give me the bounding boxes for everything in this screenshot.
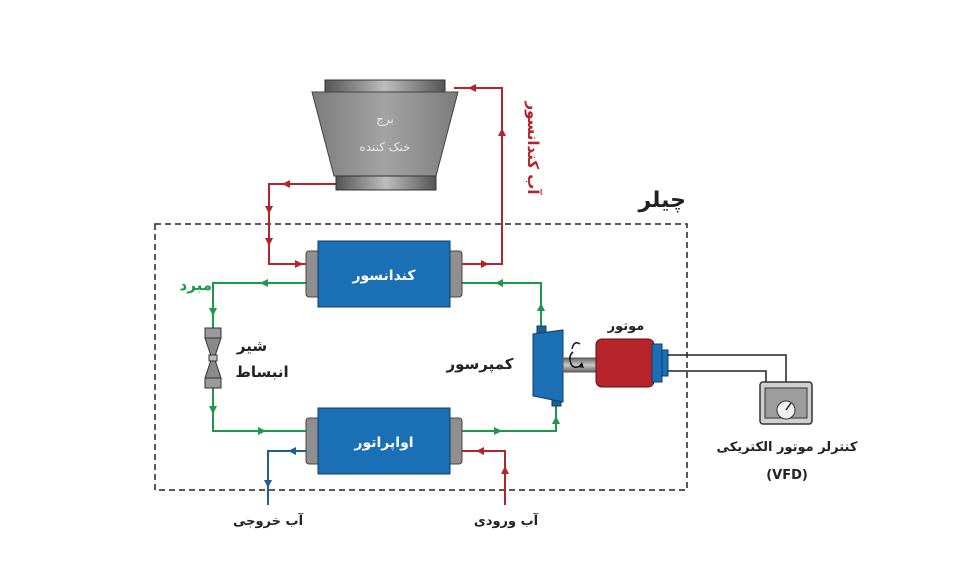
water-in-label: آب ورودی	[474, 512, 539, 529]
motor-cables	[668, 354, 787, 384]
condenser-water-label: آب کندانسور	[524, 100, 542, 195]
condenser: کندانسور	[305, 240, 463, 308]
condenser-label: کندانسور	[351, 268, 416, 284]
chiller-title: چیلر	[637, 188, 686, 213]
refrigerant-label: مبرد	[180, 276, 212, 294]
chiller-boundary	[154, 223, 688, 491]
condenser-water-arrows	[265, 84, 506, 268]
compressor	[532, 325, 598, 407]
chilled-water-arrows	[264, 447, 509, 488]
cooling-tower-line2: خنک کننده	[359, 140, 410, 154]
vfd-controller	[759, 381, 813, 425]
cooling-tower-line1: برج	[376, 112, 394, 127]
motor-label: موتور	[607, 319, 645, 334]
expansion-valve-line2: انبساط	[235, 363, 288, 381]
motor	[595, 338, 669, 388]
refrigerant-arrows	[209, 279, 560, 435]
expansion-valve	[204, 327, 222, 389]
evaporator: اواپراتور	[305, 407, 463, 475]
expansion-valve-line1: شیر	[236, 337, 267, 355]
cooling-tower: برج خنک کننده	[311, 79, 459, 191]
compressor-label: کمپرسور	[445, 355, 513, 374]
vfd-label-line2: (VFD)	[766, 468, 808, 483]
water-out-label: آب خروجی	[233, 512, 304, 529]
vfd-label-line1: کنترلر موتور الکتریکی	[717, 440, 858, 455]
rotation-icon	[569, 342, 584, 368]
evaporator-label: اواپراتور	[353, 435, 413, 451]
